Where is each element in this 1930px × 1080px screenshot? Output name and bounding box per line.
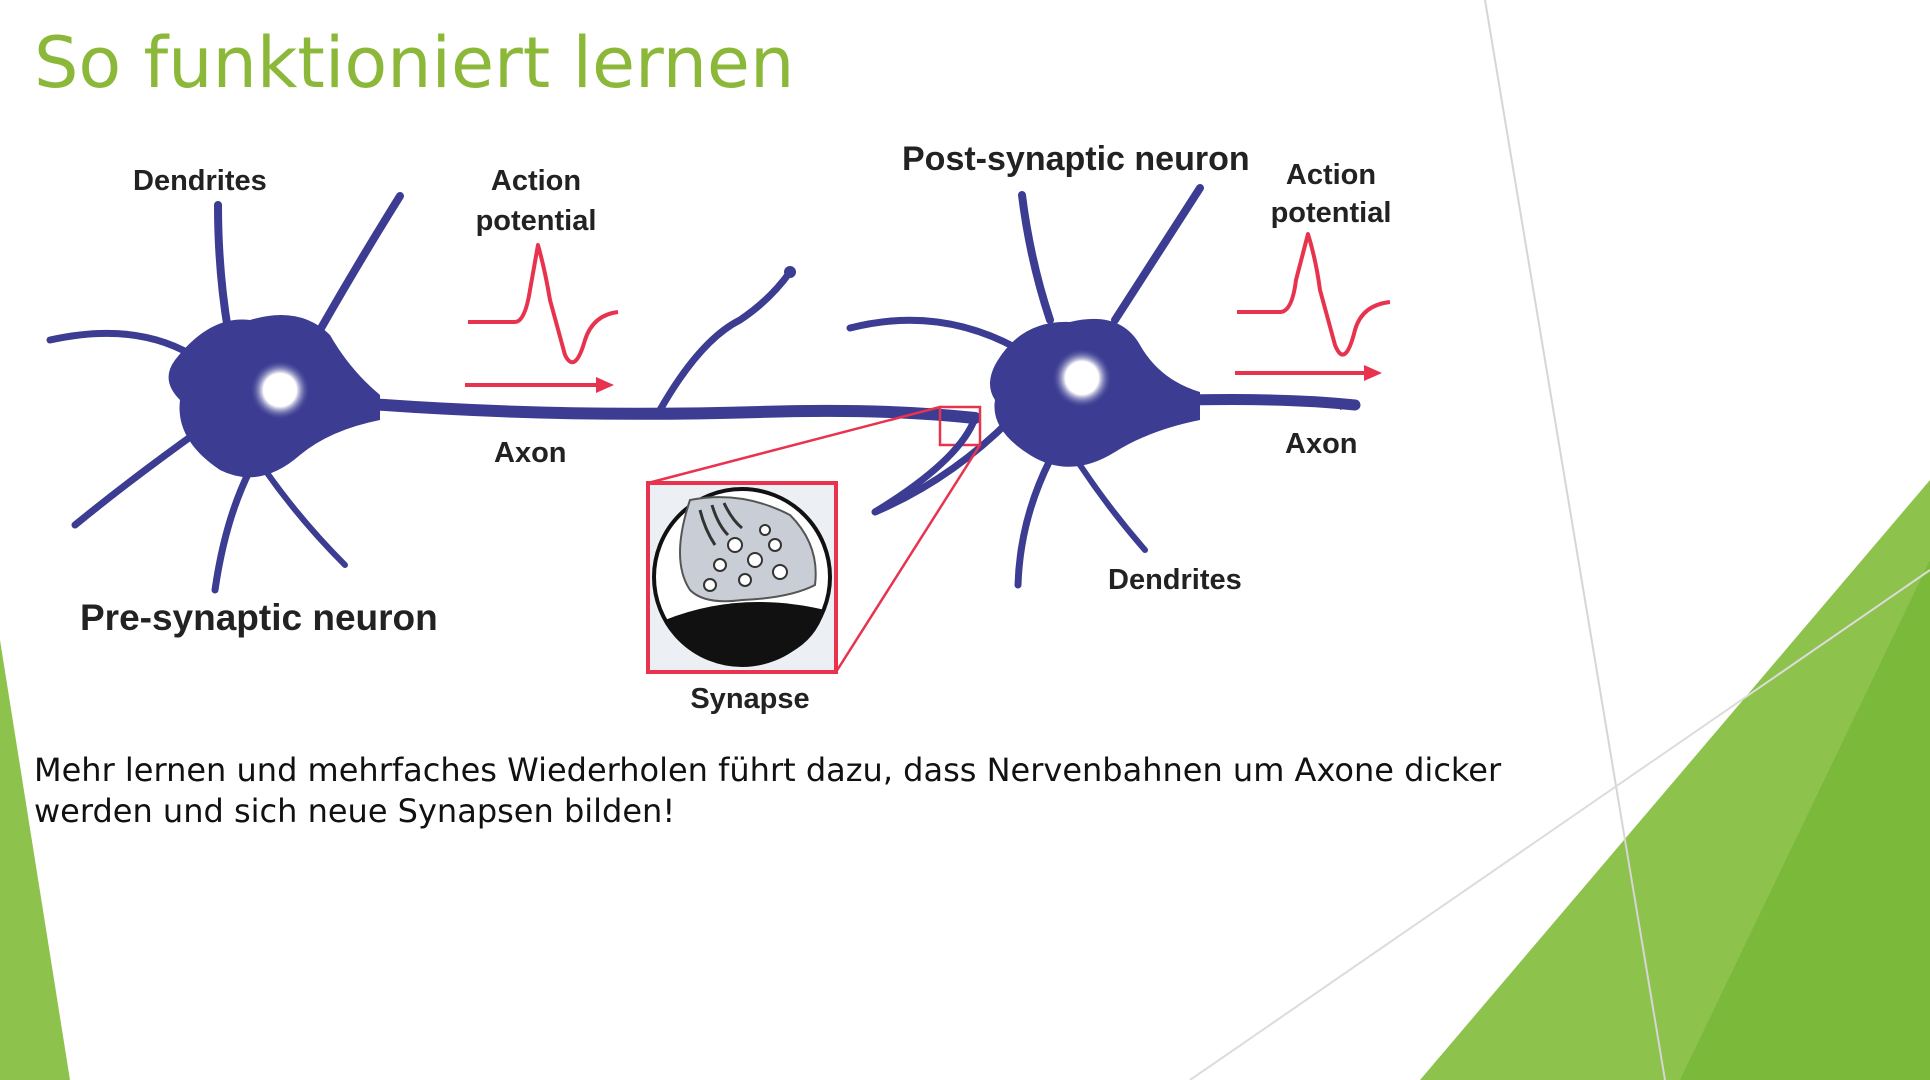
- label-synapse: Synapse: [690, 683, 809, 715]
- label-post-synaptic-neuron: Post-synaptic neuron: [902, 140, 1250, 178]
- label-post-action-potential-line1: Action: [1286, 159, 1376, 191]
- decor-line-diagonal: [1189, 569, 1930, 1080]
- post-dendrite-3: [846, 316, 1024, 354]
- label-post-action-potential-line2: potential: [1271, 197, 1392, 229]
- synapse-connecting-axon: [873, 416, 979, 515]
- label-pre-synaptic-neuron: Pre-synaptic neuron: [80, 597, 438, 638]
- post-action-potential-graph: [1235, 232, 1391, 381]
- label-pre-axon: Axon: [494, 437, 567, 469]
- slide-title: So funktioniert lernen: [34, 22, 795, 104]
- pre-axon-branch: [656, 268, 794, 414]
- synapse-inset: [646, 481, 838, 674]
- pre-synaptic-neuron: [46, 192, 981, 594]
- label-pre-dendrites: Dendrites: [133, 165, 267, 197]
- pre-dendrite-1: [214, 201, 232, 334]
- post-dendrite-6: [1077, 462, 1148, 553]
- label-pre-action-potential-line1: Action: [491, 165, 581, 197]
- pre-dendrite-6: [262, 467, 348, 568]
- pre-axon: [364, 398, 981, 424]
- label-post-dendrites: Dendrites: [1108, 564, 1242, 596]
- post-nucleus: [1052, 348, 1112, 408]
- pre-nucleus: [250, 360, 310, 420]
- synapse-filaments: [698, 502, 743, 546]
- pre-axon-branch-terminal: [784, 266, 796, 278]
- pre-dendrite-5: [211, 466, 254, 594]
- label-post-axon: Axon: [1285, 428, 1358, 460]
- post-dendrite-5: [1014, 456, 1054, 589]
- pre-dendrite-2: [316, 192, 404, 334]
- decor-line-vertical: [1484, 0, 1666, 1080]
- post-dendrite-2: [1111, 184, 1204, 324]
- right-green-triangle-dark: [1680, 560, 1930, 1080]
- label-pre-action-potential-line2: potential: [476, 205, 597, 237]
- synapse-vesicles: [703, 524, 788, 592]
- post-axon: [1184, 394, 1361, 411]
- pre-action-potential-graph: [465, 243, 619, 393]
- pre-dendrite-3: [46, 329, 204, 364]
- post-axon-end: [1340, 400, 1358, 410]
- pre-dendrite-4: [71, 426, 204, 529]
- left-green-wedge: [0, 640, 70, 1080]
- post-dendrite-1: [1018, 191, 1054, 324]
- synapse-cleft-dark: [665, 602, 825, 665]
- body-text: Mehr lernen und mehrfaches Wiederholen f…: [34, 751, 1502, 830]
